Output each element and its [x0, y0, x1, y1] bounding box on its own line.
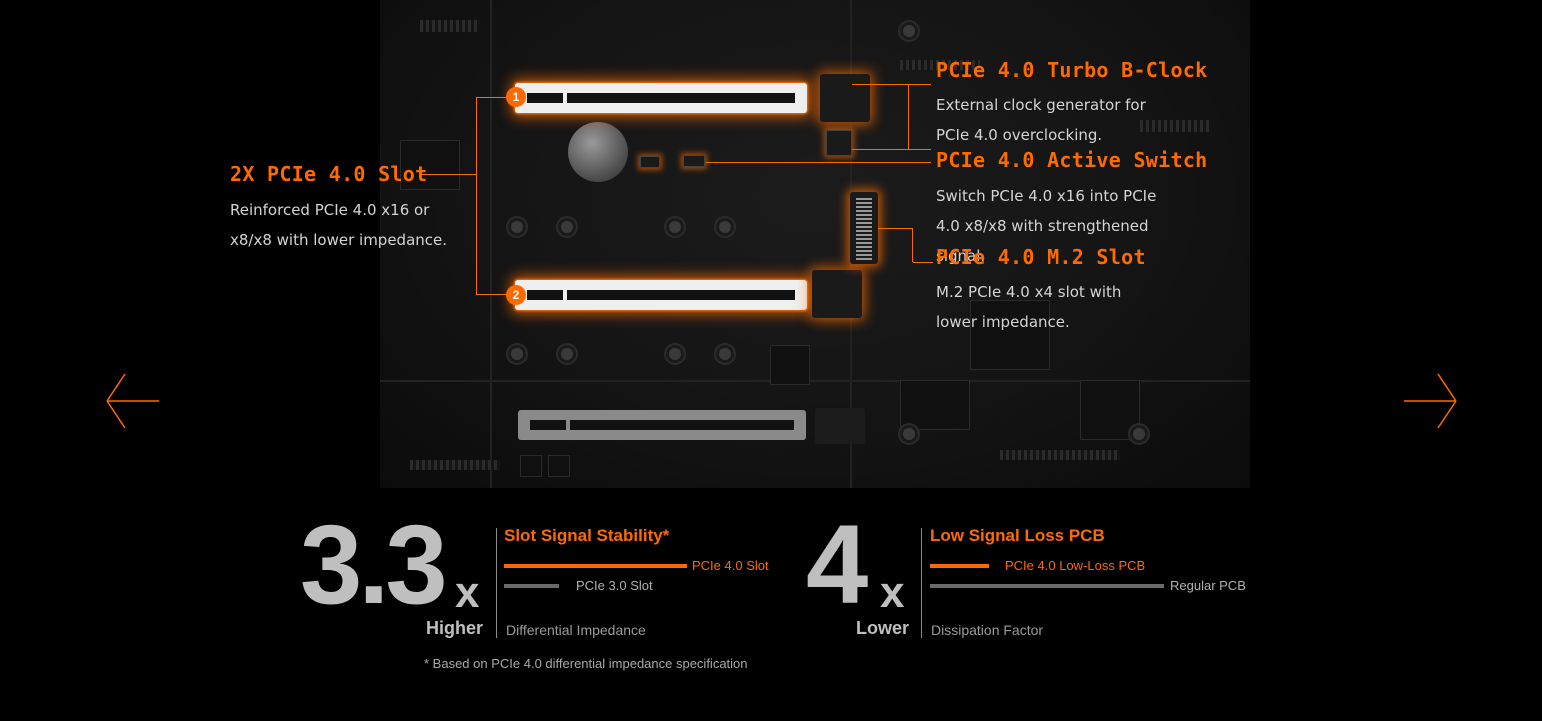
switch-chip-b: [683, 155, 705, 167]
stat-loss-title: Low Signal Loss PCB: [930, 526, 1105, 545]
cmos-battery: [568, 122, 628, 182]
next-slide-button[interactable]: [1402, 372, 1458, 430]
callout-m2-desc: M.2 PCIe 4.0 x4 slot with lower impedanc…: [936, 283, 1122, 331]
connector-slot-bracket: [476, 97, 506, 295]
pcie-slot-2-latch: [812, 270, 862, 318]
connector-switch: [706, 162, 931, 163]
slot-badge-1: 1: [506, 87, 526, 107]
stat-loss-suffix: x: [880, 568, 905, 617]
callout-clock-desc: External clock generator for PCIe 4.0 ov…: [936, 96, 1146, 144]
pcie-slot-1-latch: [820, 74, 870, 122]
callout-slot-desc: Reinforced PCIe 4.0 x16 or x8/x8 with lo…: [230, 201, 448, 249]
stat-loss-bar-2: [930, 584, 1164, 588]
stat-loss-number: 4: [806, 502, 869, 627]
stat-stability-suffix: x: [455, 568, 480, 617]
pcie-slot-1: [515, 83, 807, 113]
stat-stability-subtitle: Differential Impedance: [506, 622, 646, 638]
callout-switch-title: PCIe 4.0 Active Switch: [936, 148, 1208, 172]
stat-loss-qualifier: Lower: [856, 618, 910, 638]
m2-slot-connector: [850, 192, 878, 264]
stat-stability-number: 3.3: [300, 502, 448, 627]
stat-stability-bar-1-label: PCIe 4.0 Slot: [692, 558, 769, 573]
stat-loss-bar-1-label: PCIe 4.0 Low-Loss PCB: [1005, 558, 1146, 573]
stat-loss-bar-1: [930, 564, 989, 568]
connector-m2: [878, 228, 913, 262]
pcie-slot-2: [515, 280, 807, 310]
stat-stability-bar-2-label: PCIe 3.0 Slot: [576, 578, 653, 593]
stat-stability-bar-1: [504, 564, 687, 568]
callout-clock-title: PCIe 4.0 Turbo B-Clock: [936, 58, 1208, 82]
callout-slot-title: 2X PCIe 4.0 Slot: [230, 162, 428, 186]
stat-stability-title: Slot Signal Stability*: [504, 526, 670, 545]
pcie-slot-3: [518, 410, 806, 440]
stat-loss-bar-2-label: Regular PCB: [1170, 578, 1246, 593]
slot-badge-2: 2: [506, 285, 526, 305]
connector-slot: [420, 174, 476, 175]
connector-clock: [852, 84, 931, 150]
arrow-right-icon: [1404, 373, 1457, 429]
connector-clock-v: [908, 84, 909, 150]
callout-m2-title: PCIe 4.0 M.2 Slot: [936, 245, 1146, 269]
footnote: * Based on PCIe 4.0 differential impedan…: [424, 656, 748, 671]
pcie-slot-3-latch: [815, 408, 865, 444]
switch-chip-a: [640, 156, 660, 168]
arrow-left-icon: [106, 373, 159, 429]
prev-slide-button[interactable]: [105, 372, 161, 430]
clock-generator-chip: [826, 130, 852, 156]
stat-stability-bar-2: [504, 584, 559, 588]
motherboard-image: [380, 0, 1250, 488]
connector-m2-h: [913, 262, 933, 263]
stat-stability-qualifier: Higher: [426, 618, 484, 638]
callout-switch-desc: Switch PCIe 4.0 x16 into PCIe 4.0 x8/x8 …: [936, 187, 1157, 265]
stat-loss-subtitle: Dissipation Factor: [931, 622, 1044, 638]
